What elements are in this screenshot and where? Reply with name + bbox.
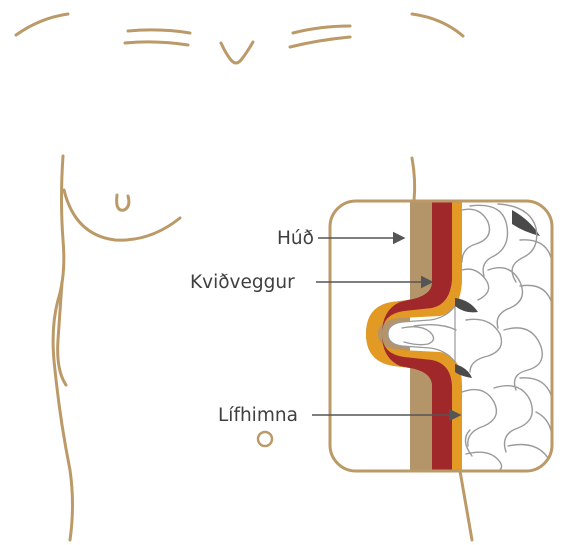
left-collarbone: [128, 30, 190, 33]
right-flank-lower: [460, 471, 472, 540]
right-collarbone: [293, 26, 350, 33]
chest-curve: [64, 190, 180, 240]
left-shoulder-line: [16, 14, 68, 35]
cross-section-panel: [330, 201, 555, 471]
right-collarbone-lower: [290, 37, 350, 47]
label-skin-text: Húð: [277, 228, 314, 249]
label-peritoneum-text: Lífhimna: [218, 405, 298, 426]
sternal-notch: [221, 42, 253, 63]
navel: [258, 432, 272, 446]
right-shoulder-line: [412, 14, 463, 36]
label-abdominal-wall-text: Kviðveggur: [190, 272, 295, 293]
right-flank: [412, 158, 415, 201]
left-flank: [53, 156, 72, 540]
left-collarbone-lower: [125, 42, 188, 45]
nipple: [117, 195, 129, 210]
